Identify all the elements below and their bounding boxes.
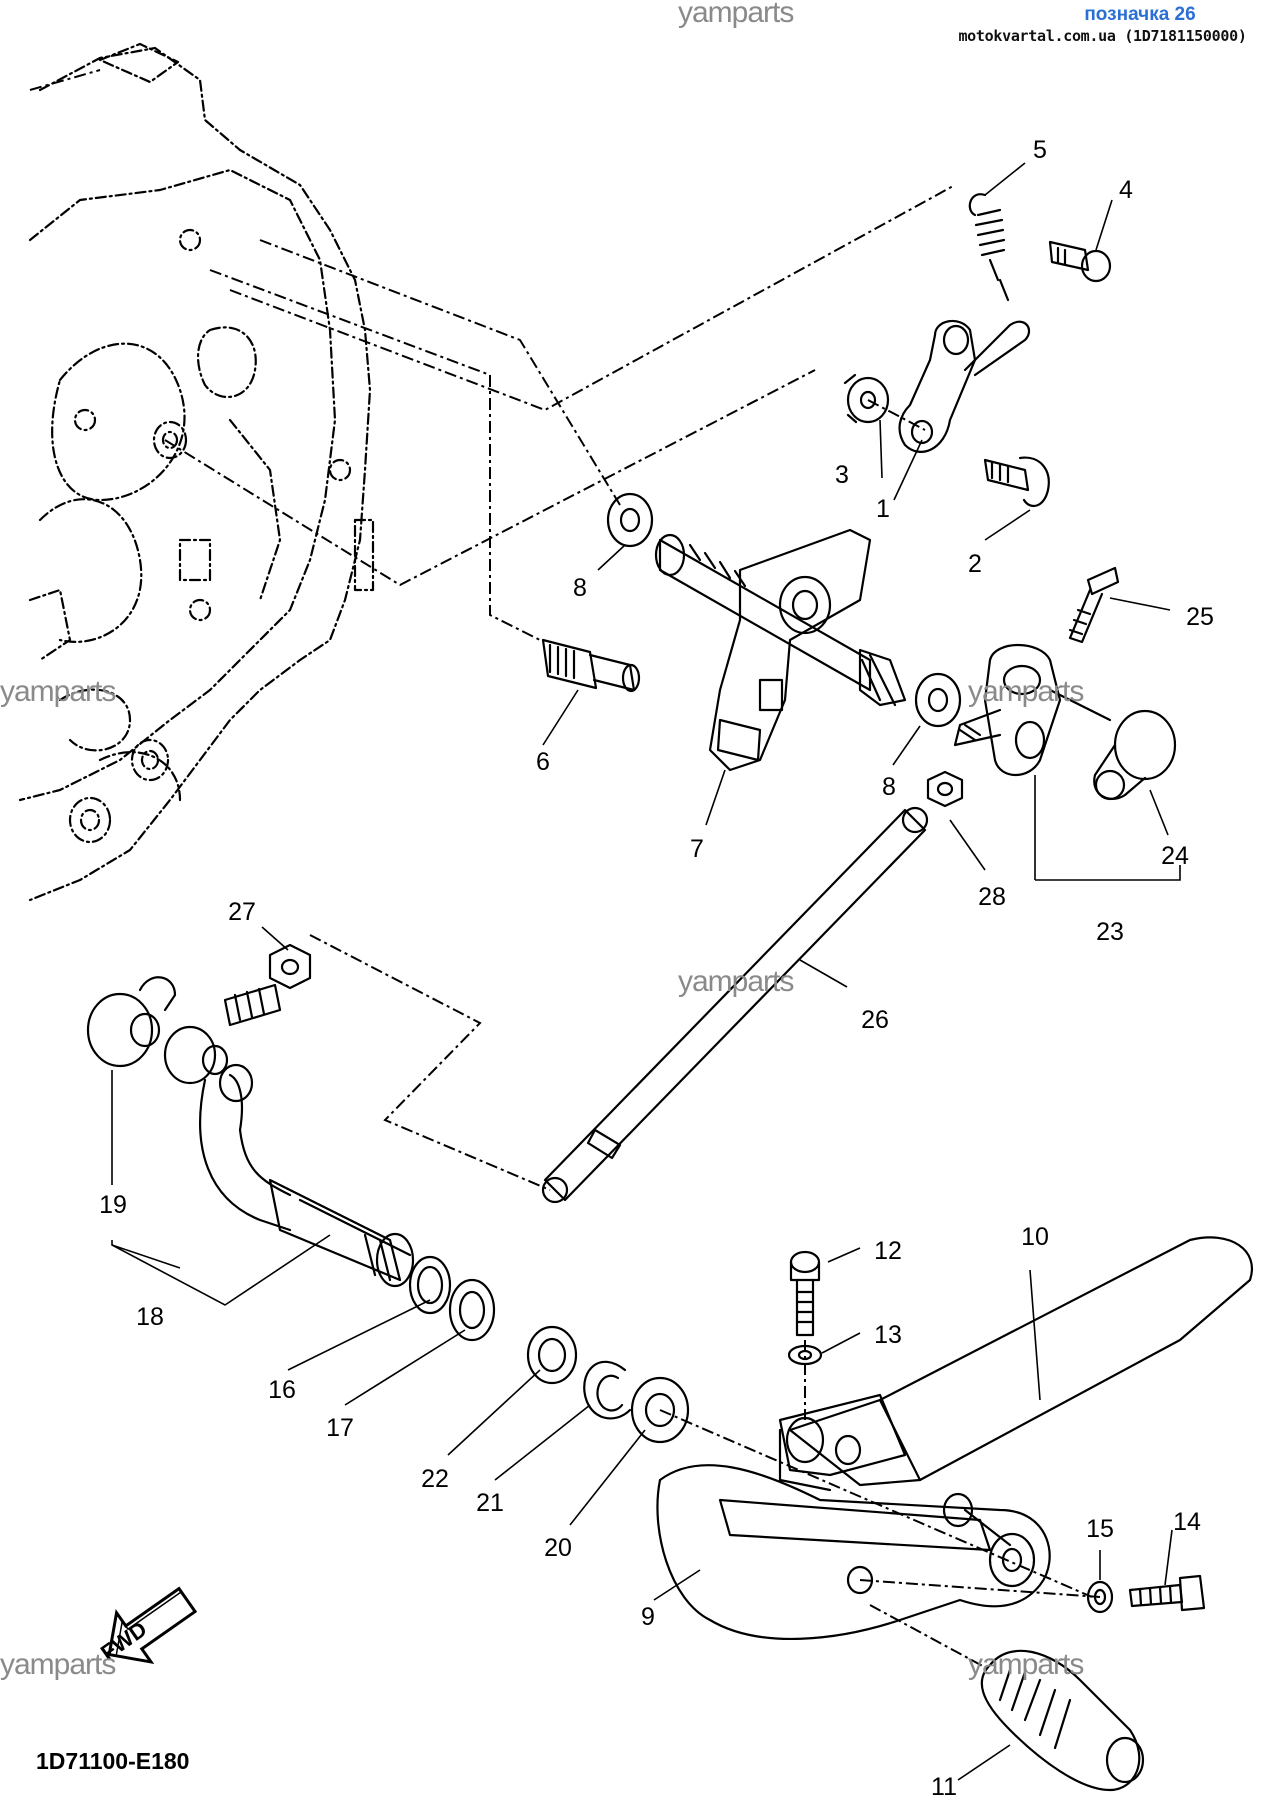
callout-label: 27 <box>228 898 256 926</box>
callout-label: 24 <box>1161 842 1189 870</box>
watermark: yamparts <box>0 675 116 708</box>
part-1-stopper-lever <box>898 319 1031 453</box>
part-6-stud <box>541 638 641 693</box>
part-18-shift-arm <box>163 983 415 1288</box>
part-4-pin <box>1048 240 1112 283</box>
leader-lines <box>111 162 1181 1781</box>
part-21-circlip <box>583 1360 632 1420</box>
callout-label: 18 <box>136 1303 164 1331</box>
callout-label: 12 <box>874 1237 902 1265</box>
part-22-bushing <box>526 1325 578 1385</box>
callout-label: 2 <box>968 550 982 578</box>
part-25-bolt <box>1068 566 1120 644</box>
callout-label: 4 <box>1119 176 1133 204</box>
watermark: yamparts <box>678 965 794 998</box>
callout-label: 14 <box>1173 1508 1201 1536</box>
part-14-bolt <box>1128 1574 1206 1612</box>
part-3-collar <box>843 373 890 424</box>
callout-label: 28 <box>978 883 1006 911</box>
part-19-ball-joint <box>86 976 177 1068</box>
callout-label: 19 <box>99 1191 127 1219</box>
part-23-rod-end-assembly <box>953 643 1112 776</box>
callout-label: 15 <box>1086 1515 1114 1543</box>
callout-label: 8 <box>882 773 896 801</box>
part-28-nut <box>926 770 964 808</box>
callout-label: 25 <box>1186 603 1214 631</box>
callout-label: 5 <box>1033 136 1047 164</box>
part-12-bolt <box>789 1250 821 1337</box>
diagram-code: 1D71100-E180 <box>36 1748 190 1774</box>
callout-label: 26 <box>861 1006 889 1034</box>
callout-label: 10 <box>1021 1223 1049 1251</box>
part-9-pedal-arm <box>656 1464 1051 1641</box>
callout-label: 8 <box>573 574 587 602</box>
part-5-spring <box>968 193 1010 302</box>
callout-label: 7 <box>690 835 704 863</box>
part-11-pedal-rubber <box>980 1649 1145 1792</box>
callout-label: 13 <box>874 1321 902 1349</box>
crankcase-outline <box>18 42 375 902</box>
callout-label: 17 <box>326 1414 354 1442</box>
callout-label: 9 <box>641 1603 655 1631</box>
part-24-ball-joint <box>1093 709 1177 801</box>
part-20-collar <box>630 1376 690 1444</box>
callout-label: 21 <box>476 1489 504 1517</box>
part-27-nut <box>268 943 312 990</box>
callout-label: 11 <box>931 1773 957 1800</box>
callout-label: 23 <box>1096 918 1124 946</box>
callout-label: 22 <box>421 1465 449 1493</box>
watermark: yamparts <box>678 0 794 29</box>
part-2-bolt <box>983 456 1050 508</box>
header-source: motokvartal.com.ua (1D7181150000) <box>958 27 1247 45</box>
reference-lines <box>29 69 1101 1671</box>
callout-label: 6 <box>536 748 550 776</box>
part-10-shift-lever <box>778 1236 1253 1492</box>
part-8-washer-upper <box>606 492 654 548</box>
header-link[interactable]: позначка 26 <box>1084 4 1196 25</box>
watermark: yamparts <box>0 1648 116 1681</box>
callout-label: 3 <box>835 461 849 489</box>
fwd-arrow-icon <box>107 1586 198 1665</box>
callout-label: 16 <box>268 1376 296 1404</box>
part-8-washer-lower <box>914 672 962 728</box>
part-17-washer <box>448 1278 496 1342</box>
callout-label: 1 <box>876 495 890 523</box>
callout-label: 20 <box>544 1534 572 1562</box>
part-26-shift-rod <box>541 806 929 1204</box>
watermark: yamparts <box>968 675 1084 708</box>
part-7-shift-shaft <box>654 528 907 772</box>
part-16-washer <box>408 1255 452 1315</box>
watermark: yamparts <box>968 1648 1084 1681</box>
